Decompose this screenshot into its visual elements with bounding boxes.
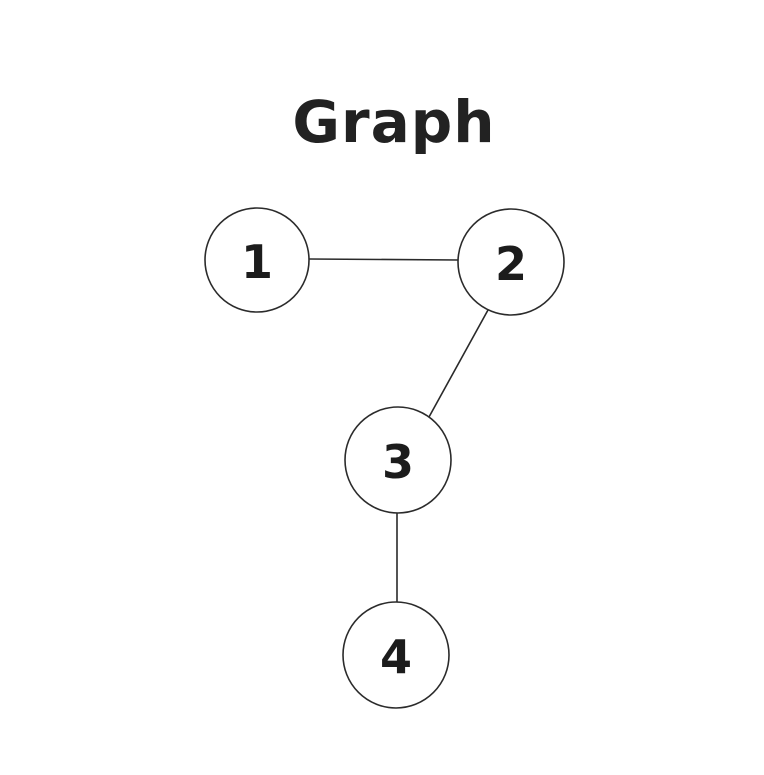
edge-layer bbox=[308, 258, 489, 603]
node-circle-2[interactable] bbox=[457, 208, 565, 316]
node-circle-3[interactable] bbox=[344, 406, 452, 514]
edge-1-2 bbox=[308, 258, 459, 261]
edge-2-3 bbox=[428, 309, 489, 418]
node-circle-1[interactable] bbox=[204, 207, 310, 313]
graph-node-4[interactable]: 4 bbox=[342, 601, 450, 709]
graph-node-3[interactable]: 3 bbox=[344, 406, 452, 514]
node-label-4: 4 bbox=[380, 630, 412, 684]
node-label-1: 1 bbox=[241, 235, 273, 289]
node-label-2: 2 bbox=[495, 237, 527, 291]
graph-node-1[interactable]: 1 bbox=[204, 207, 310, 313]
node-layer: 1 2 3 4 bbox=[204, 207, 565, 709]
node-circle-4[interactable] bbox=[342, 601, 450, 709]
page-title: Graph bbox=[292, 88, 495, 156]
node-label-3: 3 bbox=[382, 435, 414, 489]
graph-node-2[interactable]: 2 bbox=[457, 208, 565, 316]
